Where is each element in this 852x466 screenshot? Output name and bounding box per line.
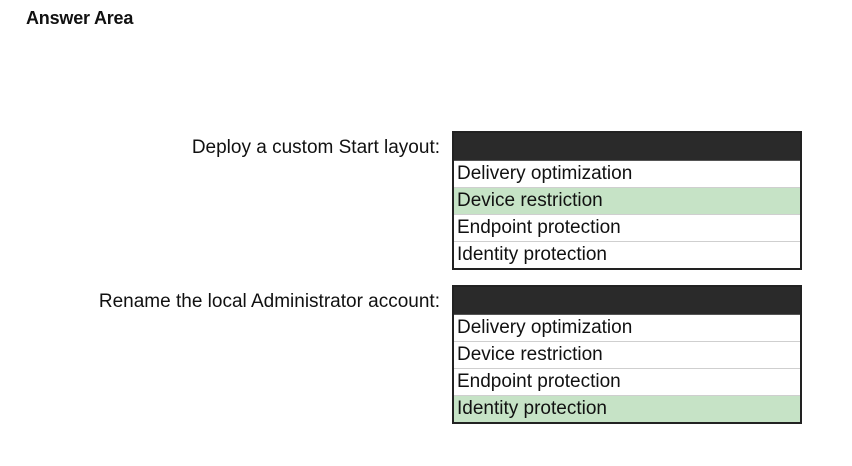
option-device-restriction[interactable]: Device restriction <box>454 342 800 369</box>
option-identity-protection[interactable]: Identity protection <box>454 396 800 422</box>
answer-area-title: Answer Area <box>26 8 134 28</box>
option-delivery-optimization[interactable]: Delivery optimization <box>454 315 800 342</box>
dropdown-header[interactable] <box>454 287 800 315</box>
option-delivery-optimization[interactable]: Delivery optimization <box>454 161 800 188</box>
answer-dropdown-rename-admin[interactable]: Delivery optimization Device restriction… <box>452 285 802 424</box>
answer-dropdown-start-layout[interactable]: Delivery optimization Device restriction… <box>452 131 802 270</box>
dropdown-header[interactable] <box>454 133 800 161</box>
question-label-start-layout: Deploy a custom Start layout: <box>191 137 440 158</box>
option-identity-protection[interactable]: Identity protection <box>457 244 607 265</box>
option-endpoint-protection[interactable]: Endpoint protection <box>454 215 800 242</box>
option-device-restriction[interactable]: Device restriction <box>454 188 800 215</box>
question-label-rename-admin: Rename the local Administrator account: <box>98 291 440 312</box>
option-endpoint-protection[interactable]: Endpoint protection <box>454 369 800 396</box>
